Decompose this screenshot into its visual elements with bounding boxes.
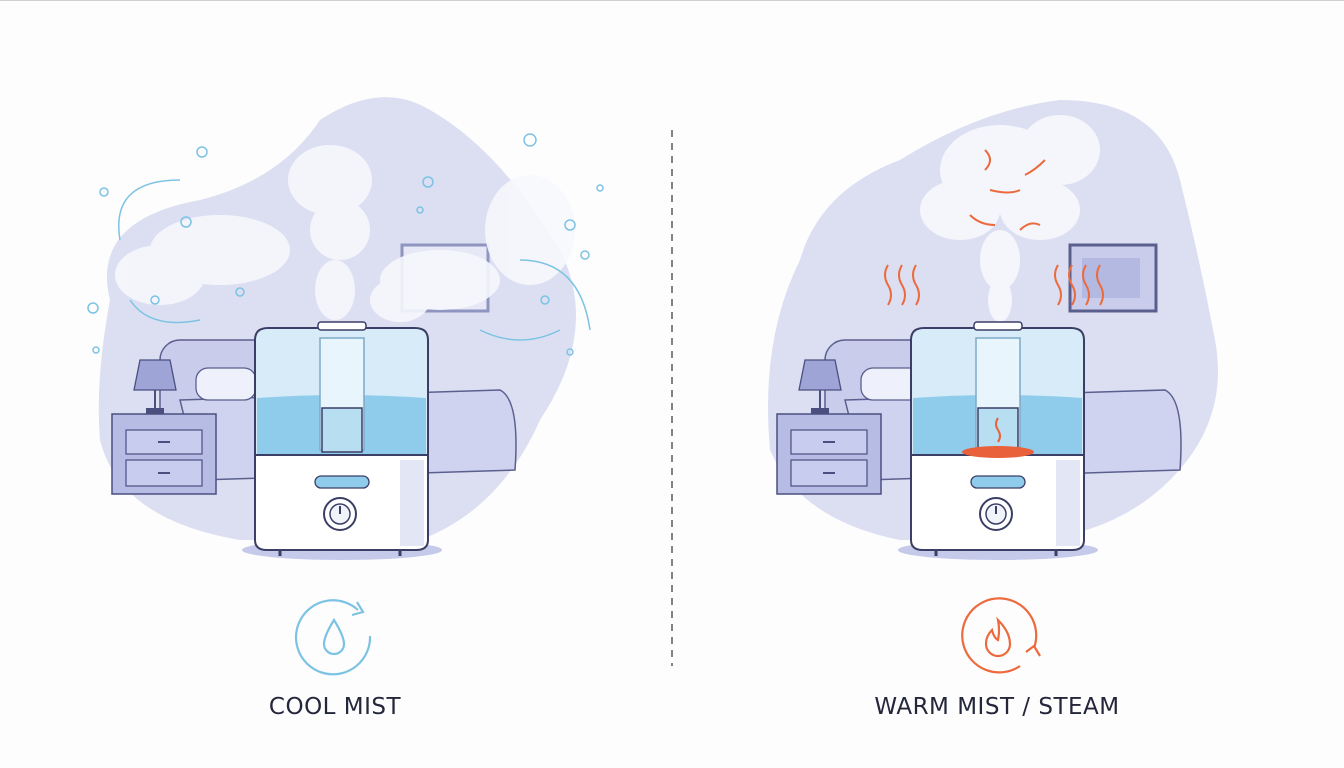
heating-element [962, 446, 1034, 458]
cool-mist-scene [87, 97, 604, 676]
cool-mist-humidifier [240, 320, 444, 562]
heat-waves [884, 149, 1104, 306]
warm-mist-label: WARM MIST / STEAM [874, 694, 1120, 720]
cool-mist-label: COOL MIST [268, 694, 402, 720]
cool-mist-particles [87, 133, 604, 356]
water-drop-cycle-icon [294, 599, 372, 676]
flame-cycle-icon [961, 597, 1041, 674]
top-border [0, 0, 1344, 1]
warm-mist-scene [768, 100, 1218, 674]
cool-mist-clouds [115, 145, 575, 322]
steam-cloud [920, 115, 1100, 322]
